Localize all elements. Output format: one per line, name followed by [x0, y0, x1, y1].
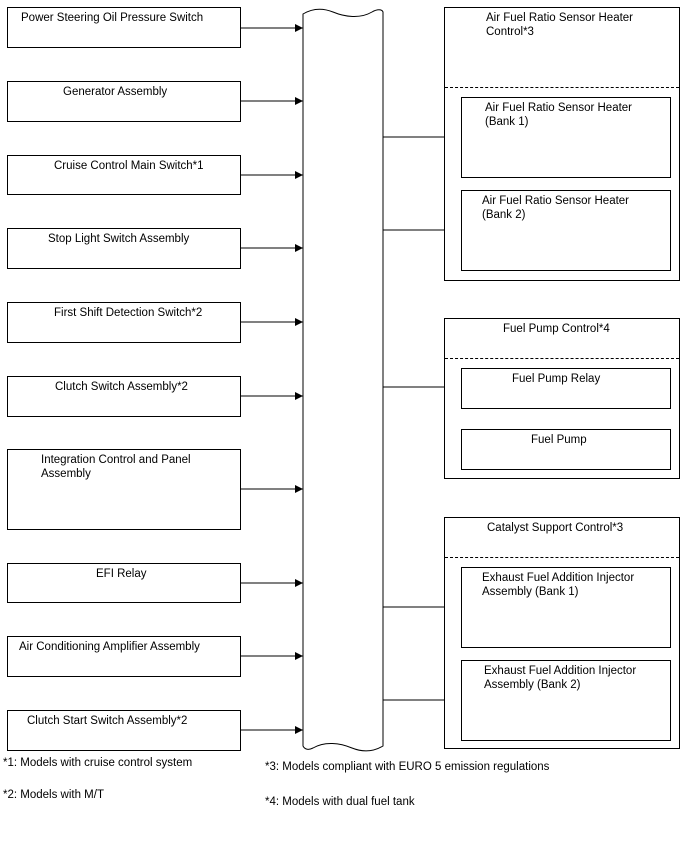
- input-box-first-shift: First Shift Detection Switch*2: [7, 302, 241, 343]
- group-divider: [445, 557, 679, 558]
- group-title: Fuel Pump Control*4: [503, 323, 610, 335]
- input-box-integration-control: Integration Control and Panel Assembly: [7, 449, 241, 530]
- input-box-clutch-start: Clutch Start Switch Assembly*2: [7, 710, 241, 751]
- injector-bank1: Exhaust Fuel Addition Injector Assembly …: [461, 567, 671, 648]
- input-label: Integration Control and Panel Assembly: [41, 454, 191, 480]
- input-box-efi-relay: EFI Relay: [7, 563, 241, 603]
- output-label: Fuel Pump Relay: [512, 373, 601, 385]
- output-label: Air Fuel Ratio Sensor Heater (Bank 1): [485, 102, 633, 128]
- group-divider: [445, 358, 679, 359]
- input-box-ac-amplifier: Air Conditioning Amplifier Assembly: [7, 636, 241, 677]
- input-label: Stop Light Switch Assembly: [48, 233, 190, 245]
- input-box-cruise-control: Cruise Control Main Switch*1: [7, 155, 241, 195]
- input-label: EFI Relay: [96, 568, 147, 580]
- input-label: Generator Assembly: [63, 86, 168, 98]
- input-label: Clutch Switch Assembly*2: [55, 381, 188, 393]
- footnote-2: *2: Models with M/T: [3, 789, 104, 801]
- input-box-power-steering: Power Steering Oil Pressure Switch: [7, 7, 241, 48]
- input-label: Clutch Start Switch Assembly*2: [27, 715, 188, 727]
- ecm-bus: [302, 8, 384, 752]
- footnote-3: *3: Models compliant with EURO 5 emissio…: [265, 761, 550, 773]
- group-title: Air Fuel Ratio Sensor Heater Control*3: [486, 12, 634, 38]
- input-label: Cruise Control Main Switch*1: [54, 160, 204, 172]
- output-label: Exhaust Fuel Addition Injector Assembly …: [482, 572, 635, 598]
- footnote-1: *1: Models with cruise control system: [3, 757, 193, 769]
- output-label: Fuel Pump: [531, 434, 587, 446]
- output-label: Air Fuel Ratio Sensor Heater (Bank 2): [482, 195, 630, 221]
- input-box-generator: Generator Assembly: [7, 81, 241, 122]
- group-title: Catalyst Support Control*3: [487, 522, 624, 534]
- afr-heater-bank1: Air Fuel Ratio Sensor Heater (Bank 1): [461, 97, 671, 178]
- fuel-pump: Fuel Pump: [461, 429, 671, 470]
- input-label: Power Steering Oil Pressure Switch: [21, 12, 204, 24]
- input-box-clutch-switch: Clutch Switch Assembly*2: [7, 376, 241, 417]
- output-label: Exhaust Fuel Addition Injector Assembly …: [484, 665, 637, 691]
- input-label: First Shift Detection Switch*2: [54, 307, 203, 319]
- footnote-4: *4: Models with dual fuel tank: [265, 796, 415, 808]
- group-divider: [445, 87, 679, 88]
- input-box-stop-light: Stop Light Switch Assembly: [7, 228, 241, 269]
- input-label: Air Conditioning Amplifier Assembly: [19, 641, 200, 653]
- injector-bank2: Exhaust Fuel Addition Injector Assembly …: [461, 660, 671, 741]
- fuel-pump-relay: Fuel Pump Relay: [461, 368, 671, 409]
- afr-heater-bank2: Air Fuel Ratio Sensor Heater (Bank 2): [461, 190, 671, 271]
